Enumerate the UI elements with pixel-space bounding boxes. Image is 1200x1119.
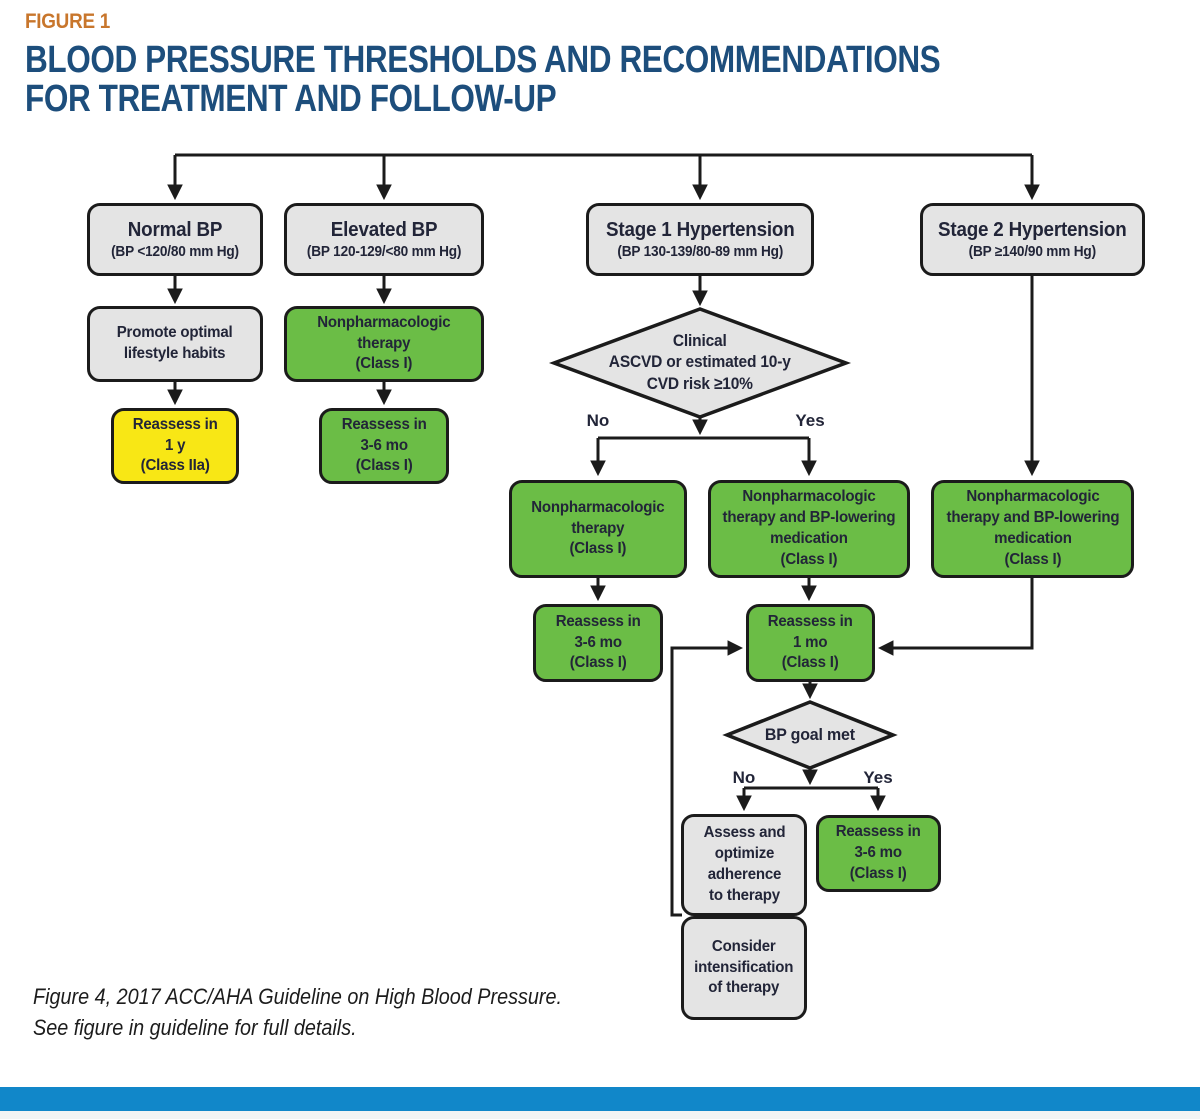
node-elevated-bp: Elevated BP (BP 120-129/<80 mm Hg) [284, 203, 484, 276]
branch-label-ascvd-yes: Yes [795, 411, 825, 430]
node-text: BP goal met [764, 724, 855, 744]
footer-blue-bar [0, 1087, 1200, 1111]
node-title: Stage 2 Hypertension [938, 218, 1127, 241]
node-subtitle: (BP ≥140/90 mm Hg) [968, 244, 1097, 261]
page-title: BLOOD PRESSURE THRESHOLDS AND RECOMMENDA… [25, 39, 941, 120]
page-title-line1: BLOOD PRESSURE THRESHOLDS AND RECOMMENDA… [25, 39, 941, 81]
node-subtitle: (BP <120/80 mm Hg) [111, 244, 239, 261]
figure-caption: Figure 4, 2017 ACC/AHA Guideline on High… [33, 981, 562, 1043]
node-title: Normal BP [127, 218, 223, 241]
footer-strip [0, 1111, 1200, 1119]
node-subtitle: (BP 130-139/80-89 mm Hg) [617, 244, 783, 261]
figure-label: FIGURE 1 [25, 10, 111, 33]
caption-line2: See figure in guideline for full details… [33, 1015, 357, 1040]
caption-line1: Figure 4, 2017 ACC/AHA Guideline on High… [33, 984, 563, 1009]
branch-label-goal-yes: Yes [863, 768, 893, 787]
node-stage1-hypertension: Stage 1 Hypertension (BP 130-139/80-89 m… [586, 203, 814, 276]
node-normal-bp: Normal BP (BP <120/80 mm Hg) [87, 203, 263, 276]
branch-label-goal-no: No [732, 768, 756, 787]
branch-label-ascvd-no: No [586, 411, 610, 430]
node-title: Stage 1 Hypertension [605, 218, 795, 241]
page-title-line2: FOR TREATMENT AND FOLLOW-UP [25, 78, 557, 120]
node-title: Elevated BP [330, 218, 438, 241]
node-bp-goal-decision-text: BP goal met [745, 718, 875, 752]
node-subtitle: (BP 120-129/<80 mm Hg) [306, 244, 462, 261]
node-stage2-hypertension: Stage 2 Hypertension (BP ≥140/90 mm Hg) [920, 203, 1145, 276]
